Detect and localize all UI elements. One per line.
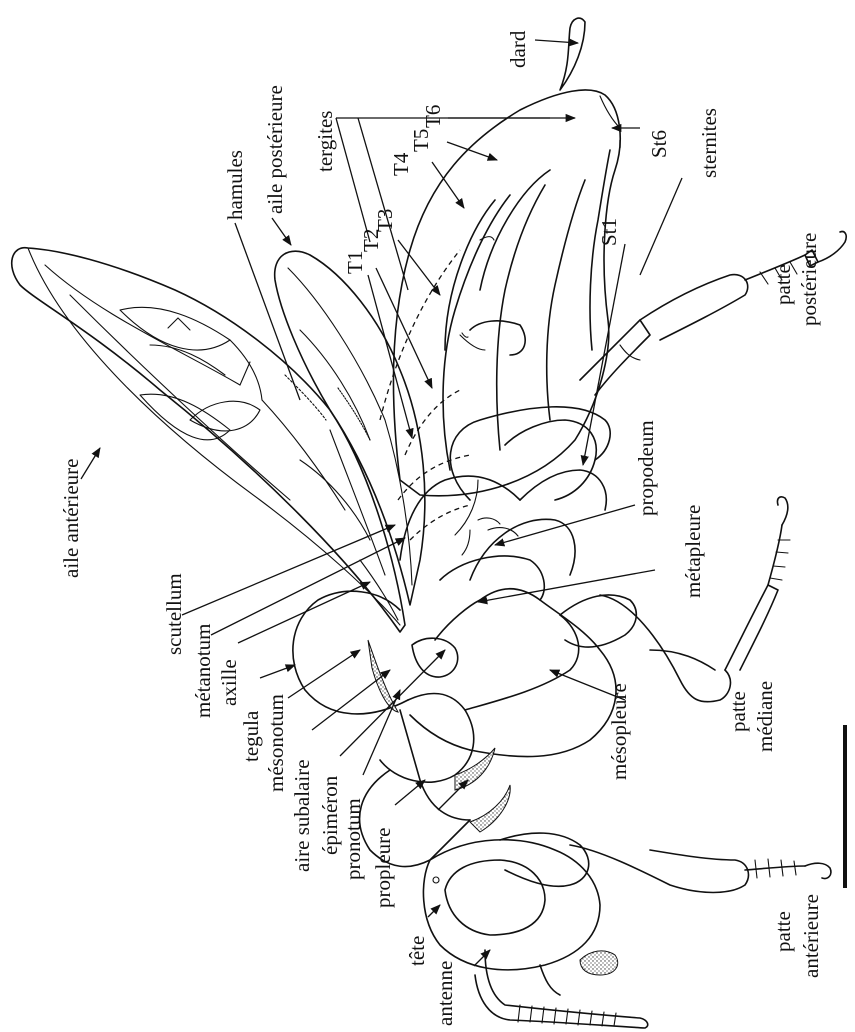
- label-aile-anterieure: aile antérieure: [59, 459, 83, 579]
- label-tergites: tergites: [313, 111, 337, 172]
- labels: dard tergites T6 T5 T4 T3 T2 T1 St6 ster…: [59, 30, 823, 1026]
- label-mesonotum: mésonotum: [264, 694, 288, 792]
- front-leg: [500, 833, 831, 892]
- label-st6: St6: [647, 130, 671, 158]
- label-t5: T5: [409, 129, 433, 152]
- label-dard: dard: [506, 30, 530, 68]
- label-patte-anterieure-2: antérieure: [799, 894, 823, 978]
- label-antenne: antenne: [433, 961, 457, 1026]
- label-tete: tête: [405, 936, 429, 966]
- label-tegula: tegula: [239, 710, 263, 762]
- label-aire-subalaire: aire subalaire: [290, 759, 314, 872]
- label-epimeron: épiméron: [318, 775, 342, 855]
- label-t3: T3: [373, 209, 397, 232]
- label-t6: T6: [421, 105, 445, 128]
- label-patte-mediane-2: médiane: [753, 681, 777, 752]
- label-sternites: sternites: [697, 108, 721, 178]
- label-pronotum: pronotum: [341, 798, 365, 880]
- label-propodeum: propodeum: [634, 420, 658, 516]
- label-patte-mediane-1: patte: [726, 691, 750, 732]
- label-t1: T1: [343, 251, 367, 274]
- label-metanotum: métanotum: [191, 624, 215, 718]
- label-t4: T4: [389, 152, 413, 176]
- antenna: [475, 950, 648, 1028]
- label-metapleure: métapleure: [681, 505, 705, 598]
- insect-drawing: [12, 18, 846, 1028]
- label-patte-posterieure-2: postérieure: [797, 233, 821, 326]
- label-mesopleure: mésopleure: [607, 683, 631, 780]
- label-patte-anterieure-1: patte: [771, 911, 795, 952]
- label-axille: axille: [217, 659, 241, 706]
- label-hamules: hamules: [223, 150, 247, 220]
- label-aile-posterieure: aile postérieure: [263, 85, 287, 214]
- middle-leg: [560, 497, 790, 702]
- label-st1: St1: [597, 218, 621, 246]
- label-t2: T2: [359, 229, 383, 252]
- label-patte-posterieure-1: patte: [771, 264, 795, 305]
- label-scutellum: scutellum: [162, 573, 186, 655]
- label-propleure: propleure: [371, 828, 395, 908]
